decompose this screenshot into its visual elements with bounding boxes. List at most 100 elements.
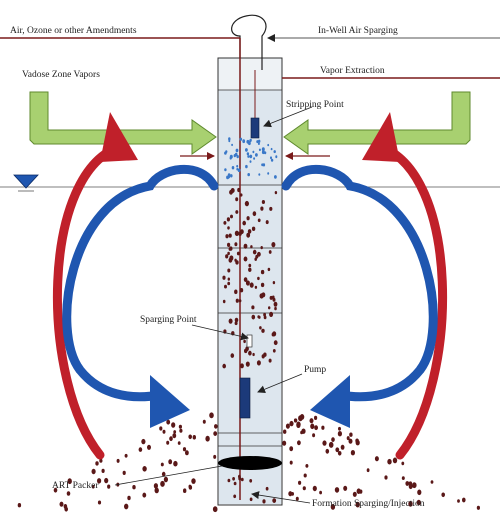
bubble	[262, 163, 266, 167]
formation-dot	[127, 495, 131, 501]
bubble	[225, 254, 229, 259]
well-head-loop	[231, 14, 267, 58]
bubble	[248, 350, 252, 356]
bubble	[229, 255, 234, 261]
formation-dot	[301, 428, 306, 434]
bubble	[230, 214, 233, 219]
formation-dot	[305, 464, 309, 468]
formation-dot	[322, 440, 327, 446]
formation-dot	[293, 418, 298, 423]
bubble	[257, 251, 261, 257]
formation-dot	[348, 438, 353, 444]
formation-dot	[53, 487, 58, 493]
formation-dot	[104, 477, 109, 484]
label-formation-sparging: Formation Sparging/Injection	[312, 499, 425, 509]
formation-dot	[238, 476, 242, 481]
formation-dot	[99, 458, 103, 463]
formation-dot	[355, 438, 359, 444]
bubble	[228, 175, 231, 179]
formation-dot	[162, 429, 166, 434]
bubble	[249, 282, 254, 288]
formation-dot	[289, 460, 293, 465]
formation-dot	[299, 414, 305, 420]
bubble	[242, 220, 246, 226]
bubble	[263, 312, 266, 317]
bubble	[247, 173, 250, 177]
formation-dot	[295, 496, 299, 501]
formation-dot	[352, 491, 357, 497]
bubble	[267, 172, 270, 175]
formation-dot	[178, 424, 182, 429]
bubble	[267, 267, 271, 272]
bubble	[236, 164, 239, 168]
label-pump: Pump	[304, 365, 326, 375]
formation-dot	[173, 460, 178, 467]
formation-dot	[124, 503, 129, 510]
bubble	[234, 230, 239, 236]
bubble	[238, 231, 242, 236]
stripping-point-leader	[263, 106, 313, 128]
formation-dot	[303, 473, 307, 478]
stripping-point-device	[250, 117, 260, 139]
formation-dot	[160, 480, 165, 487]
formation-dot	[107, 484, 111, 489]
pump-body	[239, 377, 251, 419]
formation-dot	[240, 477, 244, 482]
bubble	[258, 173, 261, 176]
bubble-field	[222, 137, 278, 369]
bubble	[252, 211, 257, 217]
bubble	[247, 155, 250, 158]
bubble	[227, 268, 231, 273]
formation-dot	[67, 478, 72, 485]
bubble	[234, 152, 238, 157]
formation-dot	[359, 489, 363, 494]
formation-dot	[153, 483, 158, 489]
formation-dot	[476, 505, 480, 510]
formation-dot	[285, 423, 290, 429]
vapor-extraction-arrow-right	[283, 91, 471, 155]
bubble	[239, 137, 243, 141]
formation-dot	[17, 503, 22, 508]
bubble	[274, 191, 278, 195]
formation-dot	[173, 430, 177, 434]
formation-dot	[233, 494, 237, 499]
red-circulation-right-head	[362, 112, 400, 162]
bubble	[249, 154, 253, 159]
bubble	[238, 299, 242, 303]
bubble	[244, 348, 248, 354]
formation-dot	[265, 486, 269, 491]
formation-dot	[462, 497, 466, 503]
bubble	[229, 189, 233, 195]
formation-dot	[91, 468, 96, 475]
red-circulation-left-body	[52, 141, 127, 460]
bubble	[227, 277, 230, 281]
bubble	[248, 267, 252, 272]
bubble	[240, 363, 244, 369]
bubble	[246, 232, 251, 238]
bubble	[261, 354, 265, 359]
bubble	[272, 331, 277, 337]
label-sparging-point: Sparging Point	[140, 315, 197, 325]
formation-dot	[166, 419, 171, 425]
formation-dot	[171, 422, 176, 428]
bubble	[257, 276, 260, 281]
bubble	[246, 152, 250, 156]
formation-dot	[272, 498, 277, 503]
bubble	[235, 148, 239, 153]
formation-dot	[330, 504, 336, 510]
bubble	[234, 242, 238, 247]
bubble	[258, 148, 261, 152]
bubble	[235, 298, 239, 303]
water-table-triangle-icon	[13, 174, 39, 189]
formation-dot	[161, 471, 166, 477]
formation-dot	[314, 425, 318, 431]
formation-dot	[314, 415, 318, 420]
formation-dot	[296, 422, 301, 428]
bubble	[234, 317, 239, 323]
bubble	[243, 339, 246, 344]
bubble	[257, 218, 261, 223]
bubble	[273, 150, 276, 154]
bubble	[243, 243, 248, 249]
bubble	[227, 281, 231, 286]
